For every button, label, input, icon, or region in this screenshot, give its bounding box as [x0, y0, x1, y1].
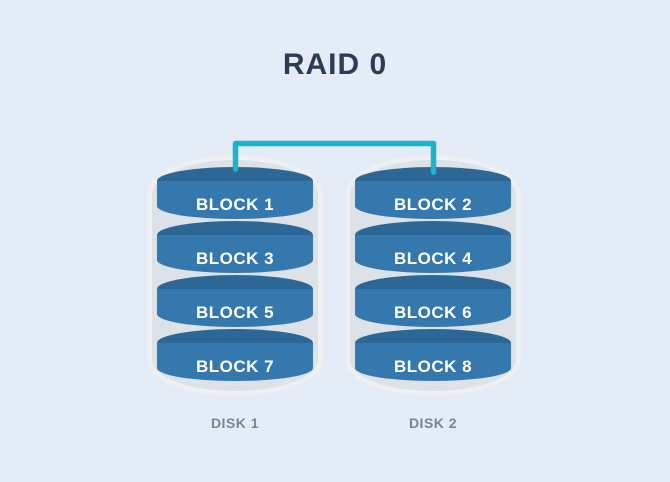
disk-2-label: DISK 2 — [408, 415, 458, 431]
cylinder-body — [355, 181, 511, 219]
cylinder-body — [355, 235, 511, 273]
disk-1-stack: BLOCK 1 BLOCK 3 BLOCK 5 BLOCK 7 — [157, 167, 313, 381]
block-label: BLOCK 3 — [195, 249, 275, 268]
block-label: BLOCK 1 — [195, 195, 275, 214]
block-cylinder: BLOCK 3 — [157, 221, 313, 273]
block-cylinder: BLOCK 1 — [157, 167, 313, 219]
disk-2-tray: BLOCK 2 BLOCK 4 BLOCK 6 BLOCK 8 — [345, 155, 521, 396]
block-cylinder: BLOCK 2 — [355, 167, 511, 219]
block-label: BLOCK 4 — [393, 249, 473, 268]
block-cylinder: BLOCK 5 — [157, 275, 313, 327]
block-label: BLOCK 7 — [195, 357, 275, 376]
block-label: BLOCK 6 — [393, 303, 473, 322]
page-title: RAID 0 — [282, 48, 388, 81]
block-cylinder: BLOCK 7 — [157, 329, 313, 381]
block-label: BLOCK 5 — [195, 303, 275, 322]
block-cylinder: BLOCK 4 — [355, 221, 511, 273]
cylinder-body — [157, 235, 313, 273]
block-label: BLOCK 2 — [393, 195, 473, 214]
disk-1-tray: BLOCK 1 BLOCK 3 BLOCK 5 BLOCK 7 — [147, 155, 323, 396]
cylinder-body — [157, 289, 313, 327]
cylinder-body — [157, 181, 313, 219]
disk-1-label: DISK 1 — [210, 415, 260, 431]
disk-2-stack: BLOCK 2 BLOCK 4 BLOCK 6 BLOCK 8 — [355, 167, 511, 381]
block-cylinder: BLOCK 8 — [355, 329, 511, 381]
cylinder-body — [157, 343, 313, 381]
block-label: BLOCK 8 — [393, 357, 473, 376]
block-cylinder: BLOCK 6 — [355, 275, 511, 327]
cylinder-body — [355, 289, 511, 327]
cylinder-body — [355, 343, 511, 381]
